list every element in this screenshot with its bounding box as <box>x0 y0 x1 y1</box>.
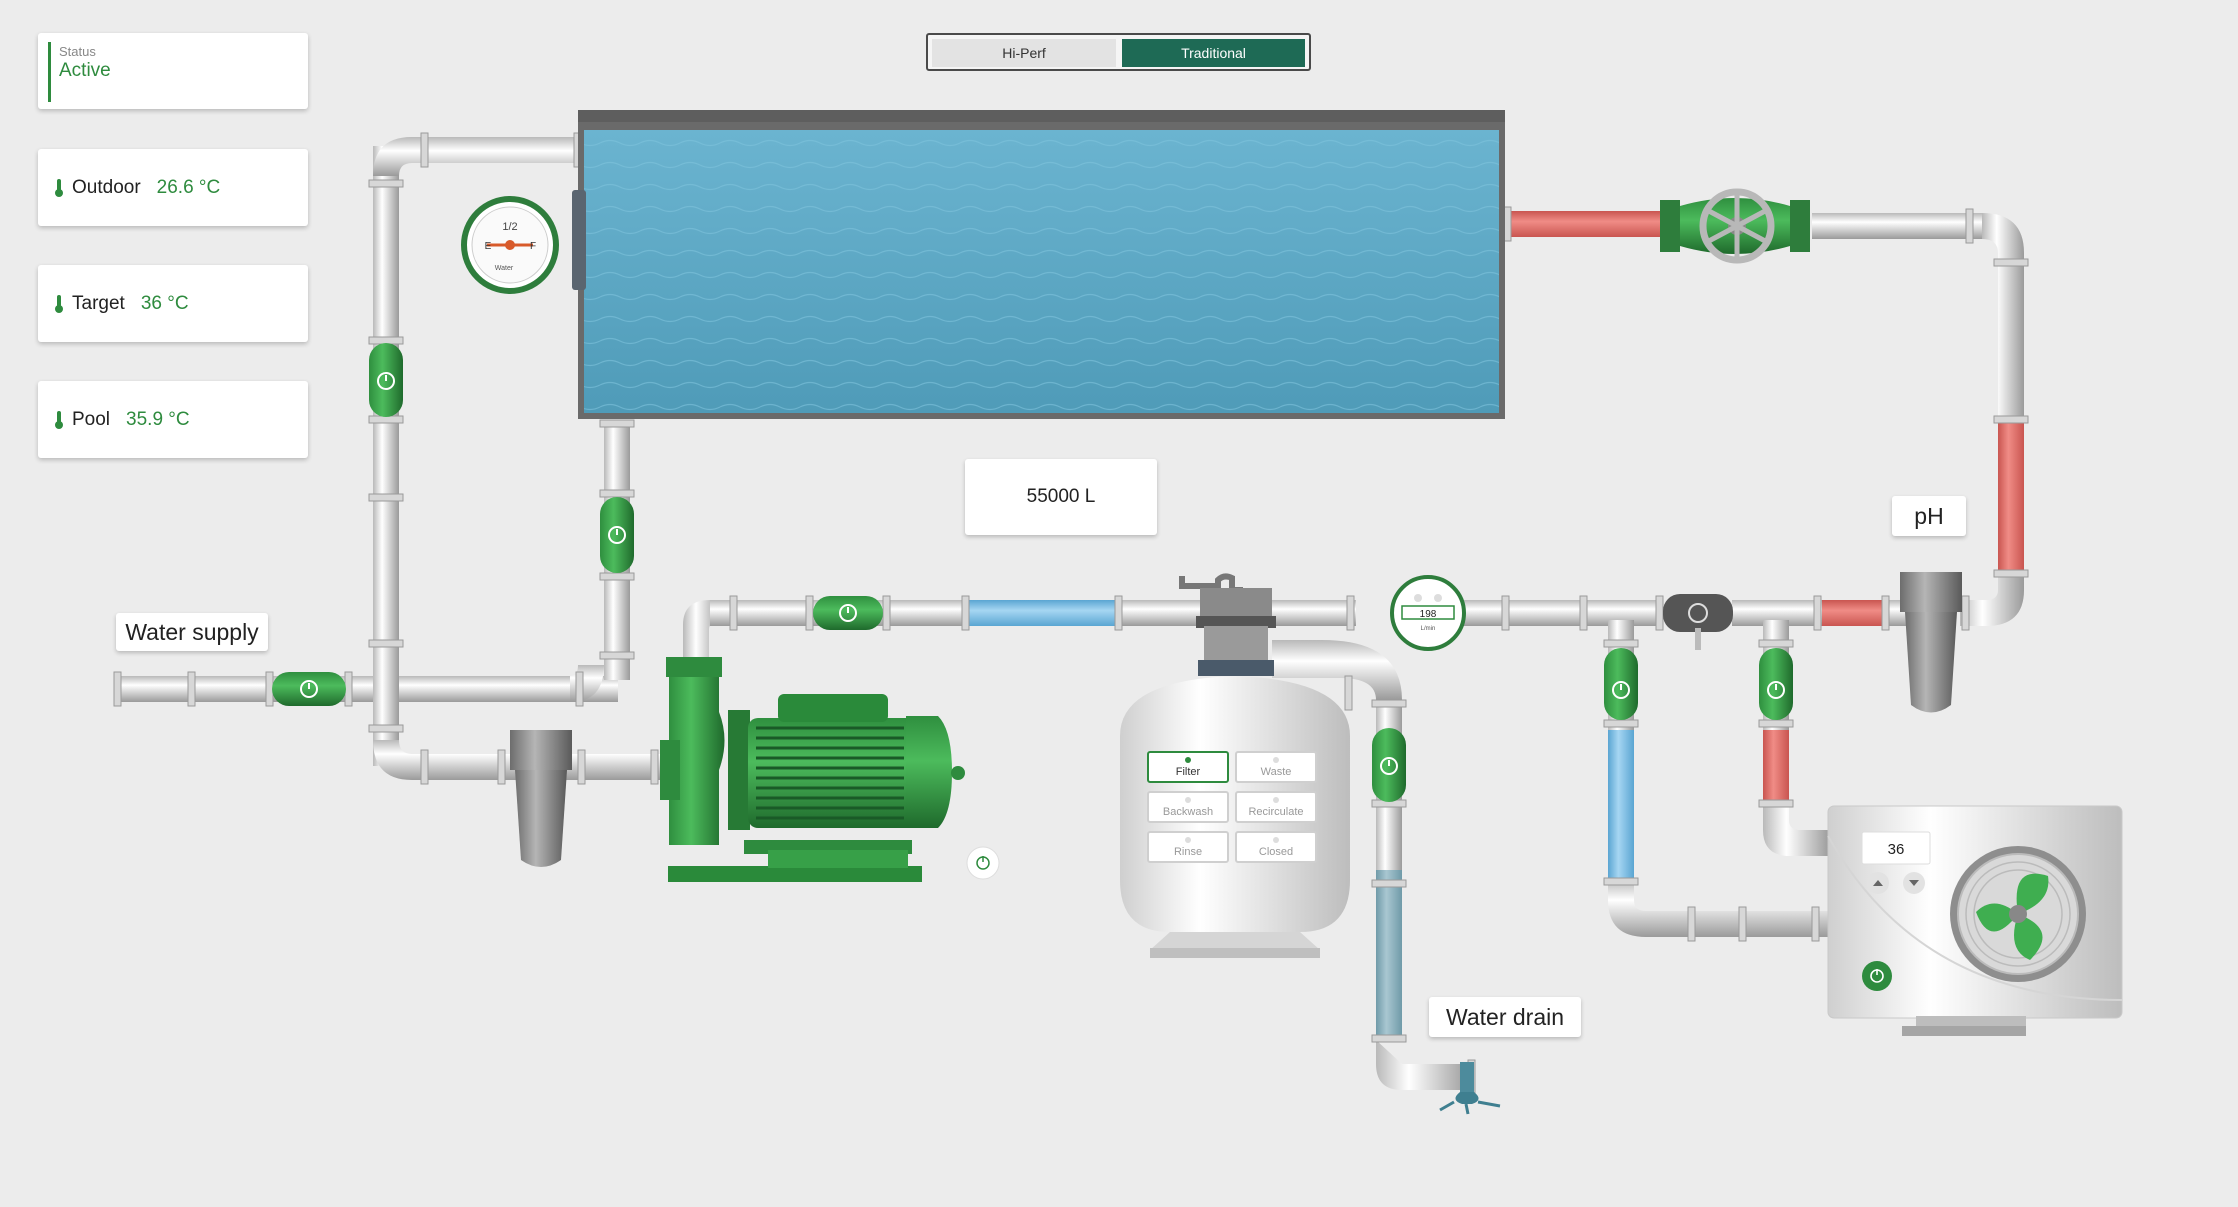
drain-valve[interactable] <box>1372 728 1406 802</box>
supply-valve[interactable] <box>272 672 346 706</box>
bypass-valve[interactable] <box>1663 594 1733 650</box>
hot-pipe-segment <box>1998 420 2024 570</box>
pump-power-button[interactable] <box>966 846 1000 880</box>
filter-option-waste[interactable]: Waste <box>1235 751 1317 783</box>
mode-option-hi-perf[interactable]: Hi-Perf <box>932 39 1116 67</box>
status-card: Status Active <box>38 33 308 109</box>
hot-pipe-segment <box>1763 730 1789 800</box>
ph-label: pH <box>1892 496 1966 536</box>
filter-mode-selector: Filter Waste Backwash Recirculate Rinse … <box>1147 751 1317 863</box>
filter-option-label: Closed <box>1259 846 1293 858</box>
flow-meter-value: 198 <box>1420 609 1437 620</box>
filter-option-rinse[interactable]: Rinse <box>1147 831 1229 863</box>
water-drain-label: Water drain <box>1429 997 1581 1037</box>
heat-pump-power-button[interactable] <box>1862 961 1892 991</box>
filter-option-label: Backwash <box>1163 806 1213 818</box>
return-gate-valve[interactable] <box>1660 188 1810 264</box>
cold-pipe-segment <box>1608 730 1634 880</box>
circulation-pump <box>660 657 965 882</box>
setpoint-down-button[interactable] <box>1903 872 1925 894</box>
drain-outlet <box>1439 1062 1501 1115</box>
water-level-gauge: 1/2 E F Water <box>461 196 559 294</box>
sensor-value: 26.6 °C <box>156 176 221 198</box>
heat-pump-setpoint: 36 <box>1888 841 1905 858</box>
sensor-label: Pool <box>72 408 111 430</box>
sensor-card-outdoor: Outdoor 26.6 °C <box>38 149 308 226</box>
thermometer-icon <box>55 294 63 313</box>
sensor-label: Target <box>72 292 125 314</box>
thermometer-icon <box>55 178 63 197</box>
filter-option-label: Filter <box>1176 766 1201 778</box>
filter-option-label: Recirculate <box>1248 806 1303 818</box>
sensor-value: 36 °C <box>140 292 189 314</box>
flow-meter-unit: L/min <box>1421 626 1436 632</box>
thermometer-icon <box>55 410 63 429</box>
hot-pipe-segment <box>1508 211 1660 237</box>
heat-pump-display: 36 <box>1861 831 1931 865</box>
pool-outlet-valve[interactable] <box>600 497 634 573</box>
water-supply-label: Water supply <box>116 613 268 651</box>
mode-toggle: Hi-Perf Traditional <box>926 33 1311 71</box>
mode-option-traditional[interactable]: Traditional <box>1122 39 1305 67</box>
status-indicator-bar <box>48 42 51 102</box>
filter-option-label: Rinse <box>1174 846 1202 858</box>
status-value: Active <box>59 60 111 81</box>
sensor-card-pool: Pool 35.9 °C <box>38 381 308 458</box>
setpoint-up-button[interactable] <box>1867 872 1889 894</box>
filter-option-closed[interactable]: Closed <box>1235 831 1317 863</box>
strainer-canister <box>510 730 572 867</box>
ph-dosing-canister <box>1900 572 1962 713</box>
hot-pipe-segment <box>1822 600 1886 626</box>
pump-discharge-valve[interactable] <box>813 596 883 630</box>
heat-pump-inlet-valve[interactable] <box>1604 648 1638 720</box>
cold-pipe-segment <box>968 600 1116 626</box>
sensor-value: 35.9 °C <box>126 408 190 430</box>
left-riser-valve[interactable] <box>369 343 403 417</box>
pipe-flanges <box>113 132 2029 1095</box>
gauge-caption: Water <box>495 265 514 272</box>
filter-option-backwash[interactable]: Backwash <box>1147 791 1229 823</box>
pool-volume-display: 55000 L <box>965 459 1157 535</box>
filter-option-label: Waste <box>1261 766 1292 778</box>
gauge-fraction: 1/2 <box>502 221 517 233</box>
gauge-full-mark: F <box>530 241 536 252</box>
pool-tank <box>572 110 1505 419</box>
sensor-card-target: Target 36 °C <box>38 265 308 342</box>
filter-option-recirculate[interactable]: Recirculate <box>1235 791 1317 823</box>
chevron-up-icon <box>1873 880 1883 886</box>
drain-pipe-segment <box>1376 870 1402 1040</box>
filter-option-filter[interactable]: Filter <box>1147 751 1229 783</box>
sensor-label: Outdoor <box>72 176 141 198</box>
chevron-down-icon <box>1909 880 1919 886</box>
gauge-empty-mark: E <box>485 241 492 252</box>
flow-meter: 198 L/min <box>1390 575 1466 651</box>
status-label: Status <box>59 44 96 59</box>
heat-pump-outlet-valve[interactable] <box>1759 648 1793 720</box>
